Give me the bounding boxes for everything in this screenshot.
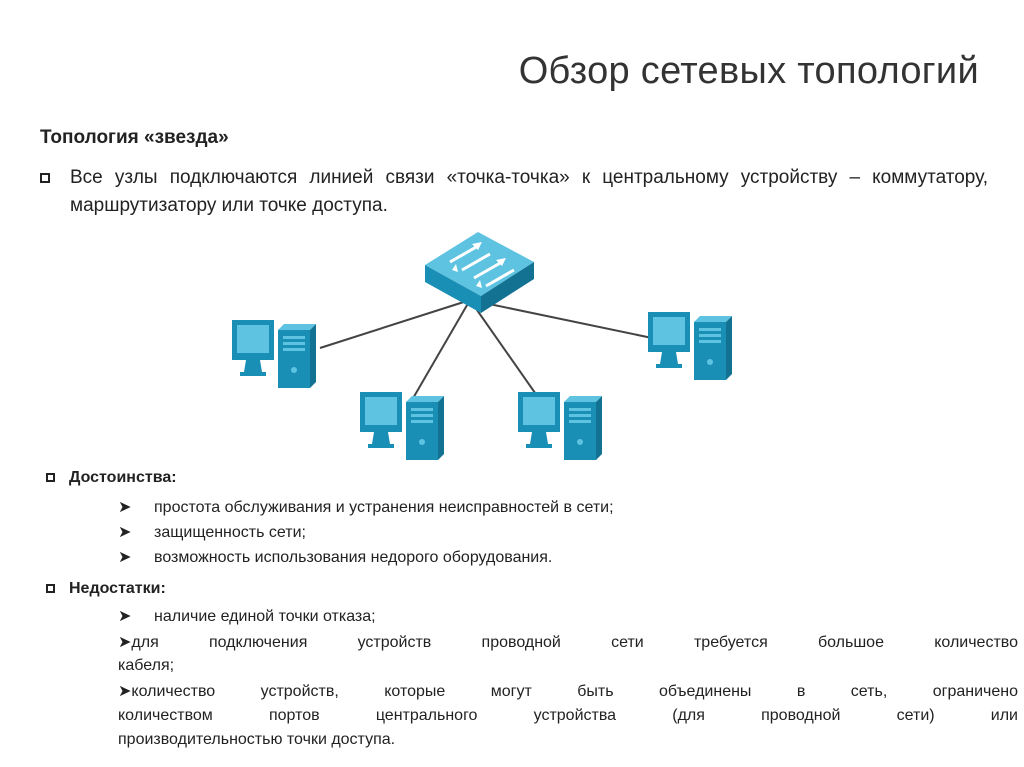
intro-text: Все узлы подключаются линией связи «точк…	[70, 167, 988, 216]
list-item: ➤ наличие единой точки отказа;	[118, 606, 376, 628]
list-item-continuation: кабеля;	[118, 655, 1018, 677]
list-item-text: простота обслуживания и устранения неисп…	[154, 499, 614, 516]
list-item-text: количеством портов центрального устройст…	[118, 707, 1018, 724]
arrow-bullet-icon: ➤	[118, 549, 132, 566]
list-item: ➤ защищенность сети;	[118, 522, 306, 544]
list-item: ➤ возможность использования недорого обор…	[118, 547, 552, 569]
arrow-bullet-icon: ➤	[118, 634, 132, 651]
advantages-heading-text: Достоинства:	[69, 469, 177, 486]
switch-icon	[425, 232, 534, 313]
list-item-text: наличие единой точки отказа;	[154, 608, 376, 625]
computer-icon	[232, 320, 316, 388]
list-item-continuation: количеством портов центрального устройст…	[118, 705, 1018, 727]
square-bullet-icon	[46, 473, 55, 483]
computer-icon	[518, 392, 602, 460]
list-item-text: количество устройств, которые могут быть…	[131, 683, 1018, 700]
link-line	[469, 299, 653, 339]
computer-icon	[648, 312, 732, 380]
list-item: ➤количество устройств, которые могут быт…	[118, 681, 1018, 703]
list-item-text: кабеля;	[118, 657, 175, 674]
list-item-text: производительностью точки доступа.	[118, 731, 396, 748]
list-item-continuation: производительностью точки доступа.	[118, 729, 1018, 751]
arrow-bullet-icon: ➤	[118, 524, 132, 541]
arrow-bullet-icon: ➤	[118, 683, 132, 700]
intro-paragraph: Все узлы подключаются линией связи «точк…	[40, 164, 988, 220]
disadvantages-heading: Недостатки:	[46, 580, 166, 598]
list-item: ➤ простота обслуживания и устранения неис…	[118, 497, 614, 519]
list-item-text: защищенность сети;	[154, 524, 306, 541]
disadvantages-heading-text: Недостатки:	[69, 580, 166, 597]
link-line	[411, 299, 471, 401]
link-line	[319, 299, 471, 349]
link-line	[469, 299, 541, 401]
page-title: Обзор сетевых топологий	[518, 50, 979, 92]
arrow-bullet-icon: ➤	[118, 499, 132, 516]
list-item-text: для подключения устройств проводной сети…	[131, 634, 1018, 651]
list-item-text: возможность использования недорого обору…	[154, 549, 553, 566]
topology-subtitle: Топология «звезда»	[40, 127, 229, 148]
list-item: ➤для подключения устройств проводной сет…	[118, 632, 1018, 654]
arrow-bullet-icon: ➤	[118, 608, 132, 625]
computer-icon	[360, 392, 444, 460]
advantages-heading: Достоинства:	[46, 469, 177, 487]
square-bullet-icon	[40, 173, 50, 183]
square-bullet-icon	[46, 584, 55, 594]
